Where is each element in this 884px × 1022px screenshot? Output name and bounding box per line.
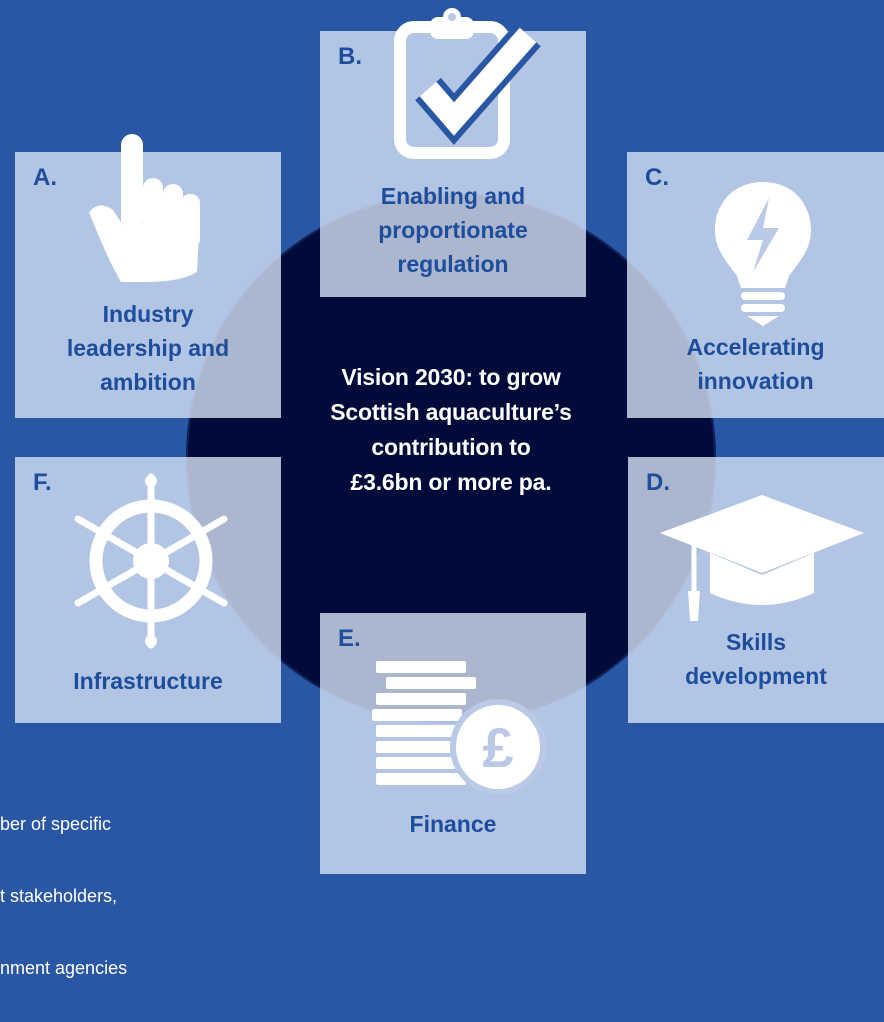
pillar-letter: E. (338, 625, 361, 652)
ship-wheel-icon (61, 471, 241, 651)
pillar-letter: D. (646, 469, 670, 496)
vision-line: Vision 2030: to grow (341, 364, 561, 390)
vision-line: contribution to (371, 434, 531, 460)
pointing-hand-icon (85, 132, 215, 292)
pillar-label: Accelerating innovation (686, 334, 825, 394)
vision-line: Scottish aquaculture’s (330, 399, 572, 425)
pillar-e-box: E. £ Finance (320, 613, 586, 874)
pillar-label: Enabling and proportionate regulation (378, 183, 528, 277)
pillar-label: Skills development (685, 629, 827, 689)
svg-text:£: £ (482, 716, 513, 779)
graduation-cap-icon (658, 493, 868, 623)
lightbulb-icon (713, 180, 813, 330)
body-text-fragment: ber of specific t stakeholders, nment ag… (0, 770, 200, 1022)
body-text-line: ber of specific (0, 814, 112, 834)
body-text-line: nment agencies (0, 958, 128, 978)
vision-line: £3.6bn or more pa. (350, 469, 552, 495)
vision-statement: Vision 2030: to grow Scottish aquacultur… (300, 360, 602, 500)
pillar-label: Industry leadership and ambition (66, 301, 230, 395)
pillar-d-box: D. Skills development (628, 457, 884, 723)
pillar-c-box: C. Accelerating innovation (627, 152, 884, 418)
pillar-letter: B. (338, 43, 362, 70)
pillar-letter: C. (645, 164, 669, 191)
body-text-line: t stakeholders, (0, 886, 118, 906)
coins-pound-icon: £ (370, 659, 550, 799)
clipboard-check-icon (390, 7, 550, 167)
pillar-label: Finance (409, 811, 497, 837)
pillar-label: Infrastructure (73, 668, 223, 694)
pillar-letter: F. (33, 469, 52, 496)
pillar-b-box: B. Enabling and proportionate regulation (320, 8, 586, 297)
pillar-a-box: A. Industry leadership and ambition (15, 134, 281, 418)
pillar-f-box: F. Infrastructure (15, 457, 281, 723)
pillar-letter: A. (33, 164, 57, 191)
